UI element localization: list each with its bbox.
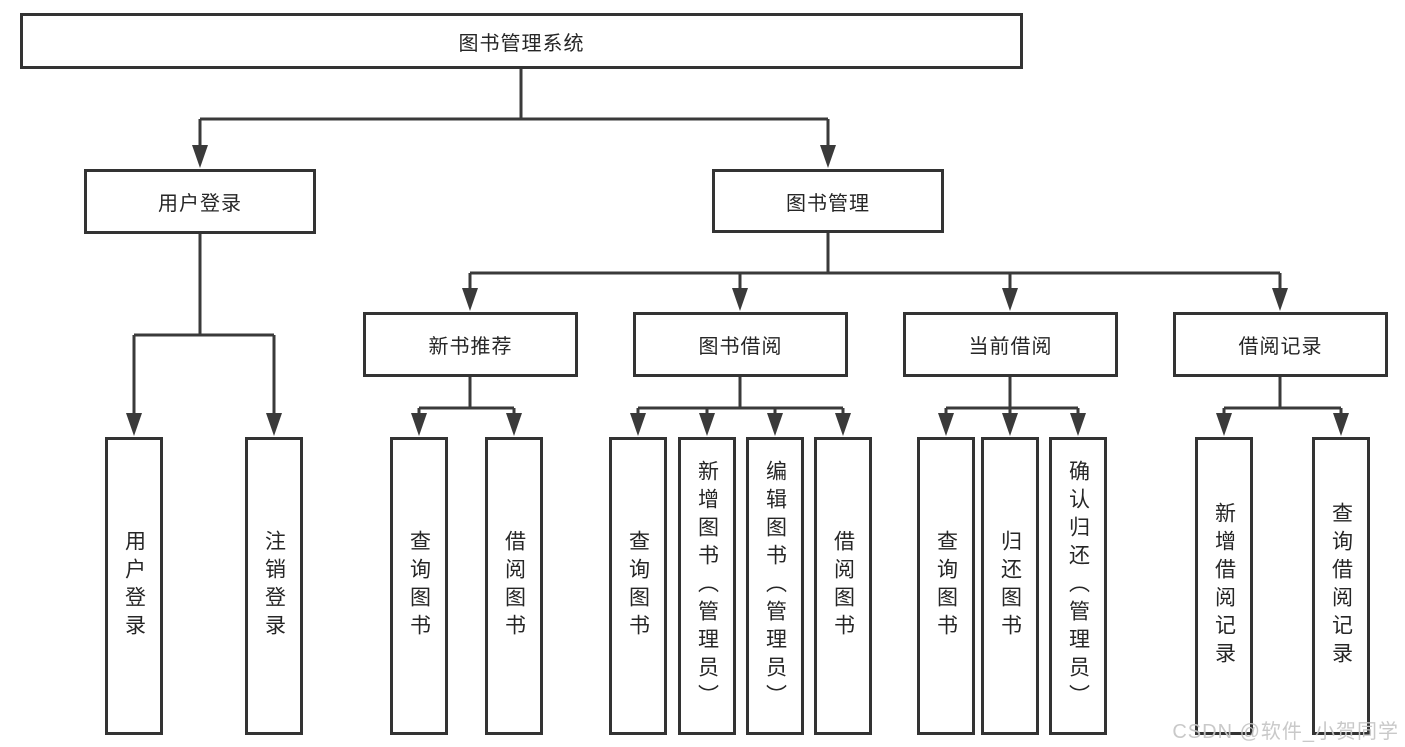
leaf-edit-book-admin: 编辑图书（管理员）	[746, 437, 804, 735]
arrowhead-icon	[1333, 413, 1349, 436]
connector-root-to-level2	[198, 69, 830, 148]
arrowheads	[126, 145, 1349, 436]
connector-user-login-to-leaves	[132, 234, 276, 416]
arrowhead-icon	[732, 288, 748, 311]
leaf-add-book-admin: 新增图书（管理员）	[678, 437, 736, 735]
arrowhead-icon	[699, 413, 715, 436]
leaf-borrow-books-borrowing: 借阅图书	[814, 437, 872, 735]
csdn-watermark: CSDN @软件_小贺同学	[1172, 721, 1399, 743]
arrowhead-icon	[630, 413, 646, 436]
arrowhead-icon	[411, 413, 427, 436]
arrowhead-icon	[938, 413, 954, 436]
arrowhead-icon	[820, 145, 836, 168]
node-current-borrowing: 当前借阅	[903, 312, 1118, 377]
arrowhead-icon	[192, 145, 208, 168]
connector-book-management-to-level3	[468, 233, 1282, 291]
node-borrowing-records: 借阅记录	[1173, 312, 1388, 377]
arrowhead-icon	[1002, 413, 1018, 436]
connector-borrowing-records-to-leaves	[1222, 377, 1343, 416]
arrowhead-icon	[835, 413, 851, 436]
node-new-book-recommendation: 新书推荐	[363, 312, 578, 377]
arrowhead-icon	[1070, 413, 1086, 436]
arrowhead-icon	[767, 413, 783, 436]
leaf-user-login: 用户登录	[105, 437, 163, 735]
node-book-borrowing: 图书借阅	[633, 312, 848, 377]
leaf-query-books-current: 查询图书	[917, 437, 975, 735]
node-library-management-system: 图书管理系统	[20, 13, 1023, 69]
leaf-add-borrow-record: 新增借阅记录	[1195, 437, 1253, 735]
connector-current-borrowing-to-leaves	[944, 377, 1080, 416]
arrowhead-icon	[266, 413, 282, 436]
node-book-management: 图书管理	[712, 169, 944, 233]
leaf-query-books-recommend: 查询图书	[390, 437, 448, 735]
connector-paths	[132, 69, 1343, 416]
leaf-borrow-books-recommend: 借阅图书	[485, 437, 543, 735]
arrowhead-icon	[1002, 288, 1018, 311]
leaf-confirm-return-admin: 确认归还（管理员）	[1049, 437, 1107, 735]
leaf-query-borrow-record: 查询借阅记录	[1312, 437, 1370, 735]
arrowhead-icon	[462, 288, 478, 311]
arrowhead-icon	[1216, 413, 1232, 436]
node-user-login: 用户登录	[84, 169, 316, 234]
leaf-return-book: 归还图书	[981, 437, 1039, 735]
leaf-logout-login: 注销登录	[245, 437, 303, 735]
arrowhead-icon	[126, 413, 142, 436]
leaf-query-books-borrowing: 查询图书	[609, 437, 667, 735]
arrowhead-icon	[1272, 288, 1288, 311]
arrowhead-icon	[506, 413, 522, 436]
connector-new-book-recommendation-to-leaves	[417, 377, 516, 416]
connector-book-borrowing-to-leaves	[636, 377, 845, 416]
